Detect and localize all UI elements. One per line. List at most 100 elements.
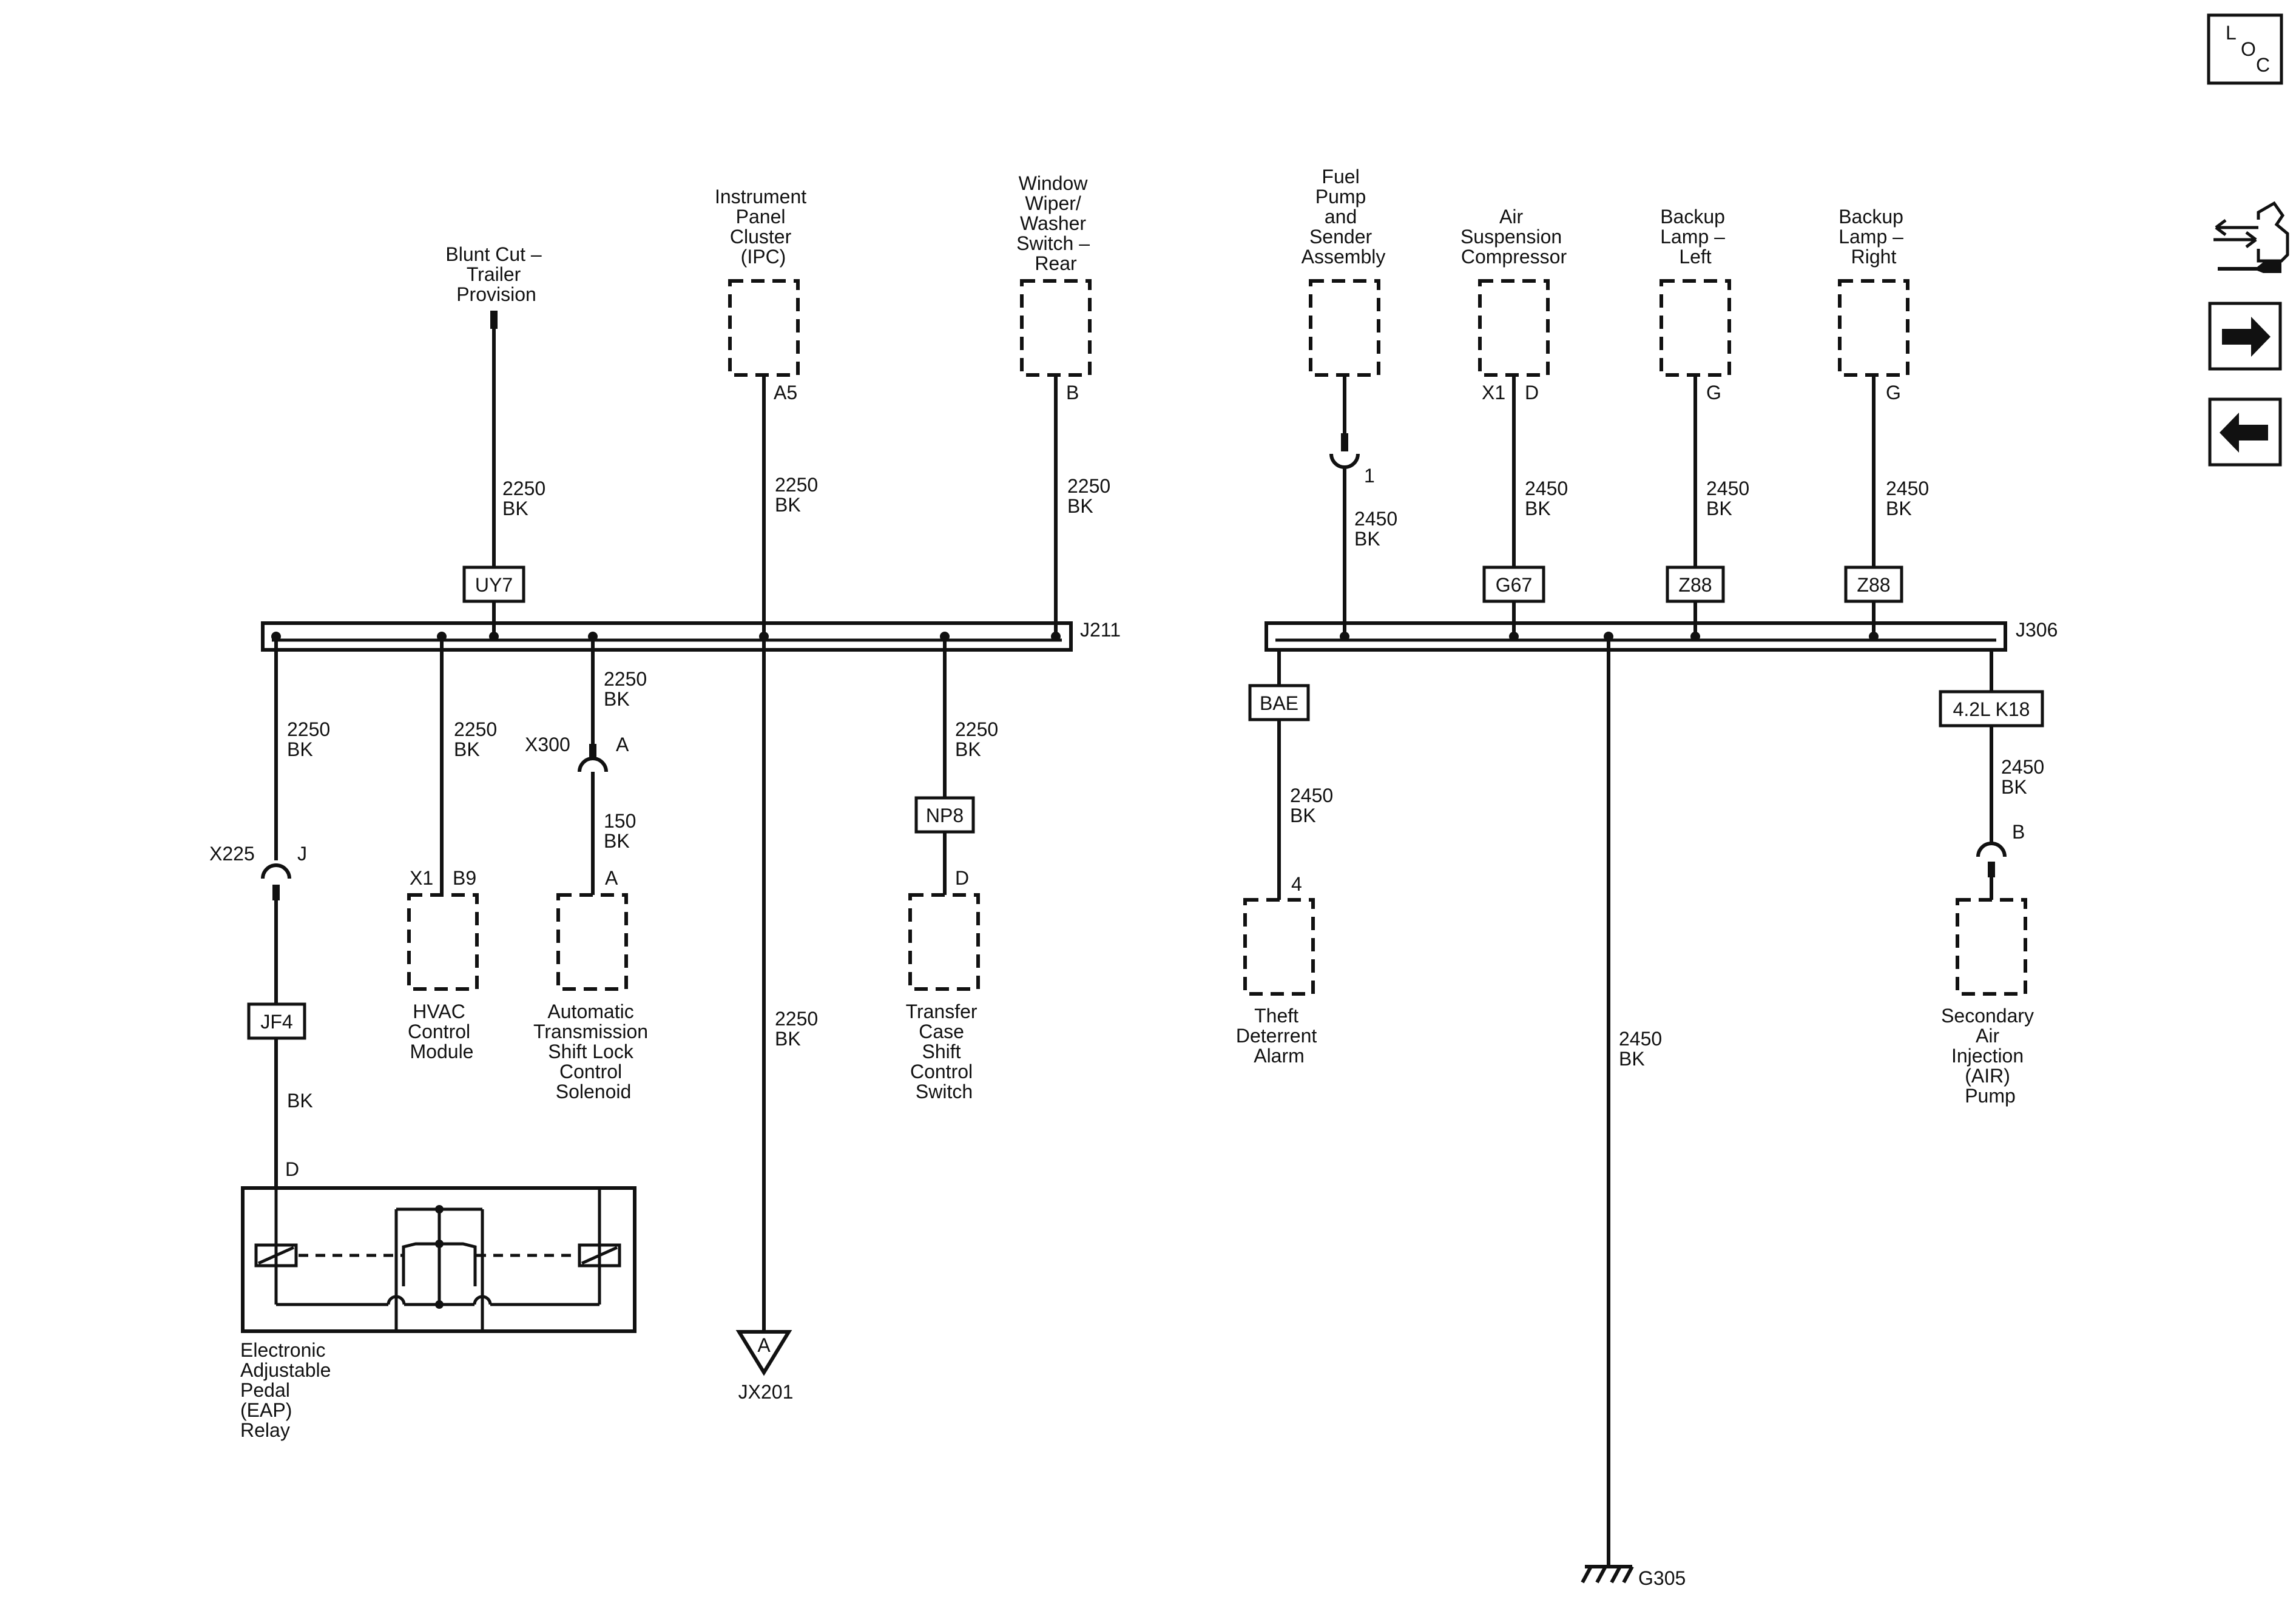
svg-text:Window Wiper/ Wash: Window Wiper/ Washer Switch – Rear bbox=[1016, 172, 1095, 274]
component-label: Trailer bbox=[467, 263, 521, 285]
branch-hvac-control-module: 2250 BK X1 B9 HVAC Control Module bbox=[407, 632, 497, 1062]
wire-label: 2250 bbox=[1067, 475, 1110, 497]
wire-label: 2450 bbox=[2001, 756, 2044, 778]
component-label: Sender bbox=[1309, 226, 1373, 248]
inline-pin-label: A bbox=[616, 734, 629, 755]
wire-label: BK bbox=[1067, 495, 1093, 517]
component-label: Backup bbox=[1660, 206, 1725, 228]
wire-label: 2250 bbox=[604, 668, 647, 690]
component-label: Adjustable bbox=[240, 1359, 331, 1381]
component-label: Relay bbox=[240, 1419, 290, 1441]
wire-label: BK bbox=[1706, 498, 1732, 519]
svg-text:Secondary Air Inje: Secondary Air Injection (AIR) Pump bbox=[1941, 1005, 2039, 1107]
branch-eap-relay: 2250 BK X225 J JF4 BK D bbox=[209, 632, 636, 1441]
component-blunt-cut-trailer-provision: Blunt Cut – Trailer Provision 2250 BK UY… bbox=[445, 243, 547, 641]
component-label: Left bbox=[1679, 246, 1711, 268]
splice-pack-j211: J211 bbox=[261, 619, 1121, 652]
svg-text:Fuel Pump and: Fuel Pump and Sender Assembly bbox=[1302, 166, 1386, 268]
wire-label: BK bbox=[1354, 528, 1380, 550]
component-label: Case bbox=[919, 1021, 964, 1042]
component-label: Window bbox=[1019, 172, 1089, 194]
wire-label: 2450 bbox=[1354, 508, 1397, 530]
component-label: Theft bbox=[1254, 1005, 1298, 1027]
component-label: Air bbox=[1499, 206, 1523, 228]
inline-pin-label: 1 bbox=[1364, 465, 1375, 487]
connector-label: X1 bbox=[410, 867, 433, 889]
pin-label: B bbox=[1066, 382, 1079, 403]
connector-label: X1 bbox=[1482, 382, 1505, 403]
svg-text:Blunt Cut – Trailer: Blunt Cut – Trailer Provision bbox=[445, 243, 547, 305]
inline-connector-label: X300 bbox=[525, 734, 570, 755]
component-label: Provision bbox=[456, 283, 536, 305]
component-label: (IPC) bbox=[741, 246, 786, 268]
pin-label: A5 bbox=[774, 382, 797, 403]
component-label: Secondary bbox=[1941, 1005, 2034, 1027]
component-label: Injection bbox=[1951, 1045, 2024, 1067]
component-label: Control bbox=[559, 1061, 622, 1082]
wire-label: BK bbox=[454, 738, 480, 760]
component-label: Alarm bbox=[1254, 1045, 1305, 1067]
pin-label: B9 bbox=[453, 867, 476, 889]
component-label: Shift bbox=[922, 1041, 961, 1062]
wire-label: 2250 bbox=[775, 1008, 818, 1030]
component-instrument-panel-cluster: Instrument Panel Cluster (IPC) A5 2250 B… bbox=[715, 186, 818, 1332]
component-label: Shift Lock bbox=[548, 1041, 634, 1062]
component-label: Washer bbox=[1020, 212, 1086, 234]
branch-jx201-ground-ref: 2250 BK A JX201 bbox=[735, 1008, 818, 1403]
option-code: UY7 bbox=[475, 574, 513, 596]
svg-text:Electronic Adjustable: Electronic Adjustable Pedal (EAP) Relay bbox=[240, 1339, 336, 1441]
svg-text:Transfer Case Shif: Transfer Case Shift Control Switch bbox=[906, 1001, 983, 1102]
component-window-wiper-washer-switch-rear: Window Wiper/ Washer Switch – Rear B 225… bbox=[1016, 172, 1110, 641]
pin-label: G bbox=[1706, 382, 1721, 403]
pin-label: D bbox=[955, 867, 969, 889]
wire-label: BK bbox=[604, 830, 630, 852]
wire-label: 2450 bbox=[1290, 785, 1333, 806]
loc-button[interactable]: L O C bbox=[2207, 13, 2283, 85]
component-label: Wiper/ bbox=[1025, 192, 1081, 214]
ref-letter: A bbox=[757, 1334, 771, 1356]
wire-label: BK bbox=[287, 738, 313, 760]
component-label: Right bbox=[1851, 246, 1897, 268]
component-label: Transfer bbox=[906, 1001, 977, 1022]
component-label: and bbox=[1325, 206, 1357, 228]
component-label: Fuel bbox=[1322, 166, 1359, 187]
wire-label: BK bbox=[1525, 498, 1551, 519]
relay-symbol bbox=[241, 1186, 636, 1333]
wire-label: BK bbox=[287, 1090, 313, 1112]
component-label: Automatic bbox=[547, 1001, 633, 1022]
wire-label: 2250 bbox=[955, 718, 998, 740]
wire-label: 2250 bbox=[775, 474, 818, 496]
inline-pin-label: J bbox=[297, 843, 307, 865]
option-code: JF4 bbox=[260, 1011, 292, 1033]
wire-label: BK bbox=[502, 498, 528, 519]
previous-page-button[interactable] bbox=[2208, 397, 2282, 467]
pin-label: G bbox=[1886, 382, 1901, 403]
svg-text:Backup Lamp – Righ: Backup Lamp – Right bbox=[1838, 206, 1909, 268]
wire-label: 150 bbox=[604, 810, 636, 832]
option-code: NP8 bbox=[926, 805, 964, 826]
next-page-button[interactable] bbox=[2208, 302, 2282, 371]
component-label: Compressor bbox=[1461, 246, 1567, 268]
connector-wrench-icon[interactable] bbox=[2213, 201, 2289, 273]
svg-text:Air Suspension Com: Air Suspension Compressor bbox=[1460, 206, 1567, 268]
component-backup-lamp-right: Backup Lamp – Right G 2450 BK Z88 bbox=[1838, 206, 1929, 641]
splice-pack-label: J306 bbox=[2016, 619, 2058, 641]
wire-label: 2450 bbox=[1886, 478, 1929, 499]
wire-label: BK bbox=[2001, 776, 2027, 798]
component-label: Pedal bbox=[240, 1379, 290, 1401]
branch-transfer-case-switch: 2250 BK NP8 D Transfer Case Shift Contro… bbox=[906, 632, 998, 1102]
loc-letter-c: C bbox=[2256, 54, 2270, 76]
option-code: Z88 bbox=[1678, 574, 1712, 596]
component-label: Air bbox=[1976, 1025, 1999, 1047]
component-label: Rear bbox=[1035, 252, 1077, 274]
wire-label: 2250 bbox=[287, 718, 330, 740]
component-label: Transmission bbox=[533, 1021, 648, 1042]
option-code: G67 bbox=[1496, 574, 1532, 596]
ground-icon bbox=[1581, 1565, 1634, 1584]
component-label: HVAC bbox=[413, 1001, 465, 1022]
svg-text:Automatic Transmission: Automatic Transmission Shift Lock Contro… bbox=[533, 1001, 653, 1102]
option-code: Z88 bbox=[1857, 574, 1890, 596]
wire-label: BK bbox=[775, 1028, 801, 1050]
option-code: 4.2L K18 bbox=[1953, 698, 2030, 720]
component-label: Lamp – bbox=[1660, 226, 1725, 248]
